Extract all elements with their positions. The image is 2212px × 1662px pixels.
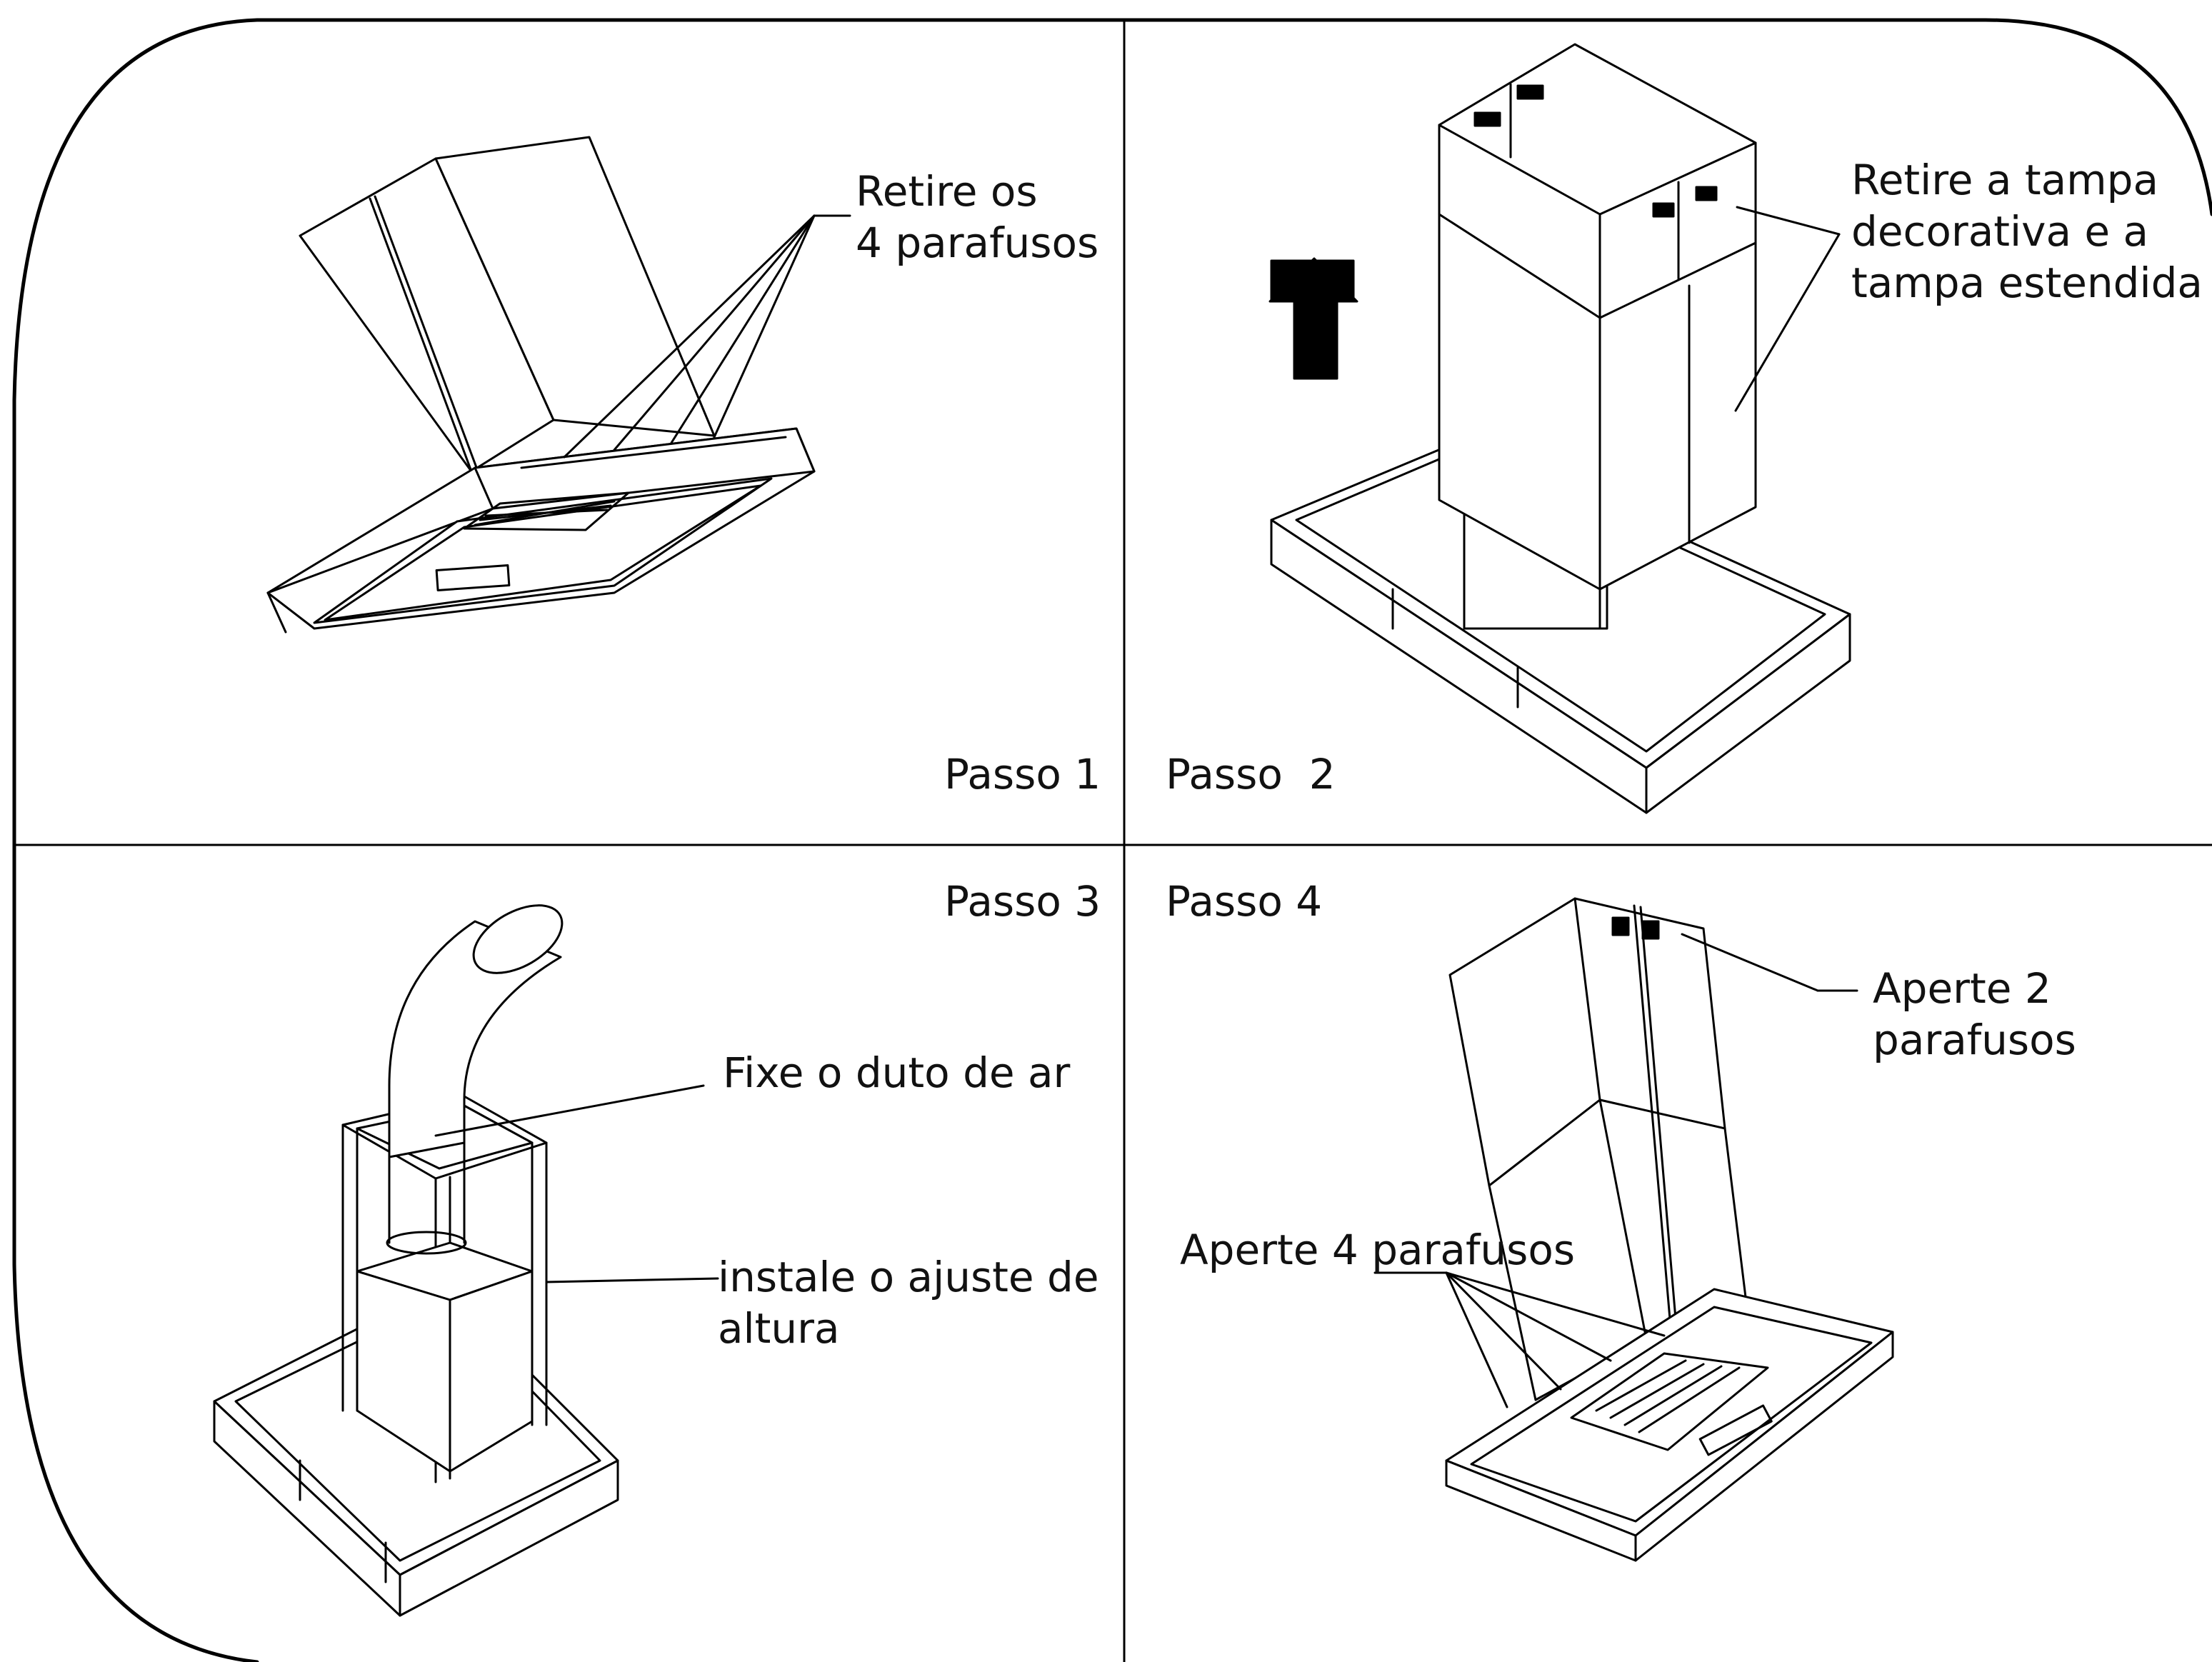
step3-hood-drawing	[213, 904, 619, 1617]
step4-callout-tighten-4-screws: Aperte 4 parafusos	[1180, 1226, 1576, 1274]
arrow-up-icon	[1268, 257, 1358, 380]
step2-leader-lines	[1734, 206, 1841, 412]
step1-hood-drawing	[266, 136, 816, 634]
outer-frame	[12, 18, 2212, 1662]
step-4-label: Passo 4	[1166, 877, 1323, 926]
step1-callout-remove-screws: Retire os 4 parafusos	[856, 167, 1099, 267]
step3-callout-install-height: instale o ajuste de altura	[718, 1253, 1099, 1353]
step3-callout-fix-duct: Fixe o duto de ar	[723, 1048, 1071, 1097]
step4-leader-lines	[1373, 933, 1858, 1408]
step4-hood-drawing	[1445, 897, 1894, 1562]
step1-leader-lines	[563, 214, 851, 459]
step3-leader-lines	[434, 1084, 719, 1283]
step-3-label: Passo 3	[944, 877, 1101, 926]
step2-hood-drawing	[1270, 43, 1851, 814]
step-1-label: Passo 1	[944, 750, 1101, 799]
step2-callout-remove-covers: Retire a tampa decorativa e a tampa este…	[1851, 156, 2203, 307]
step-2-label: Passo 2	[1166, 750, 1336, 799]
step4-callout-tighten-2-screws: Aperte 2 parafusos	[1873, 964, 2076, 1064]
